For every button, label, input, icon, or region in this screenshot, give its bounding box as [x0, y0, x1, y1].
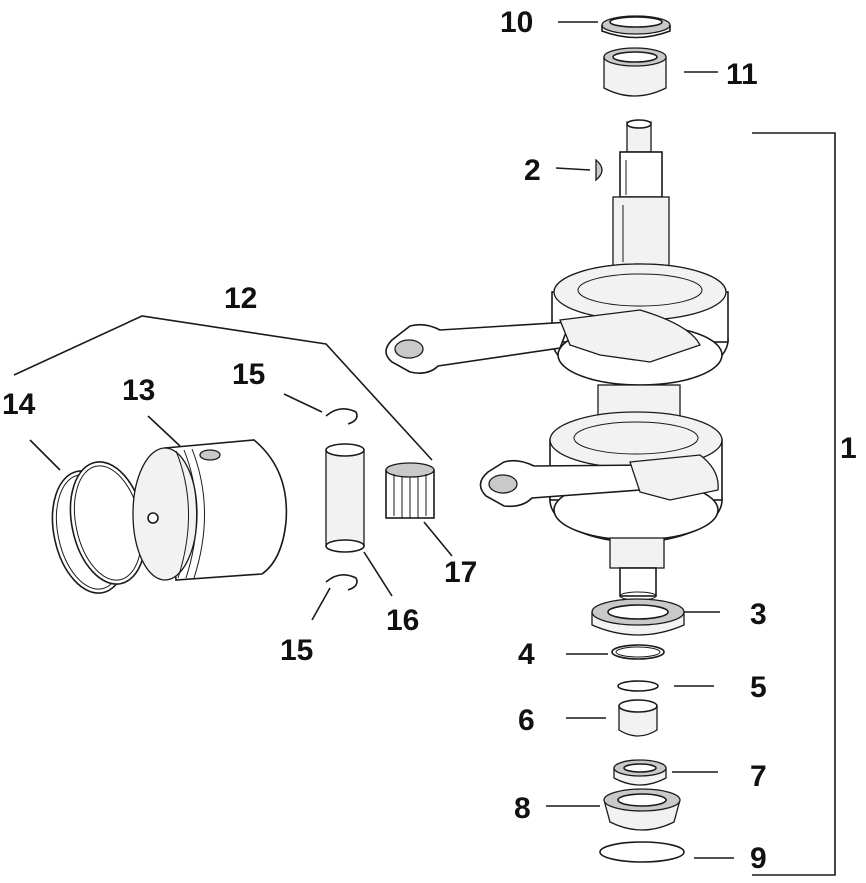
assembly-bracket	[752, 132, 836, 876]
part-9-gasket	[599, 841, 685, 863]
callout-11: 11	[726, 58, 758, 91]
callout-14: 14	[2, 388, 36, 421]
callout-1: 1	[840, 432, 857, 465]
part-3-bearing	[591, 598, 685, 636]
callout-4: 4	[518, 638, 535, 671]
callout-16: 16	[386, 604, 419, 637]
part-5-oring	[617, 680, 659, 692]
callout-7: 7	[750, 760, 767, 793]
part-15-circlip-lower	[325, 574, 358, 591]
callout-12: 12	[224, 282, 257, 315]
callout-labels: 1 2 3 4 5 6 7 8 9 10 11 12 13 14 15 15 1…	[2, 6, 857, 875]
callout-15-upper: 15	[232, 358, 265, 391]
part-14-piston-rings	[51, 461, 147, 594]
crankshaft-assembly	[385, 119, 729, 601]
callout-15-lower: 15	[280, 634, 313, 667]
callout-10: 10	[500, 6, 533, 39]
part-8-seal-housing	[603, 788, 681, 831]
part-17-needle-bearing	[385, 462, 435, 519]
callout-3: 3	[750, 598, 767, 631]
part-2-key	[595, 158, 603, 182]
part-16-piston-pin	[325, 443, 365, 553]
piston-group-bracket	[13, 315, 433, 461]
callout-5: 5	[750, 671, 767, 704]
part-7-seal	[613, 759, 667, 786]
callout-8: 8	[514, 792, 531, 825]
part-10-seal	[601, 15, 671, 39]
callout-9: 9	[750, 842, 767, 875]
part-13-piston	[132, 439, 288, 581]
callout-17: 17	[444, 556, 477, 589]
callout-13: 13	[122, 374, 155, 407]
part-11-bearing	[603, 47, 667, 97]
callout-2: 2	[524, 154, 541, 187]
leader-lines	[29, 21, 734, 859]
callout-6: 6	[518, 704, 535, 737]
part-4-ring	[611, 644, 665, 660]
part-15-circlip-upper	[325, 408, 358, 425]
part-6-sleeve	[618, 699, 658, 737]
